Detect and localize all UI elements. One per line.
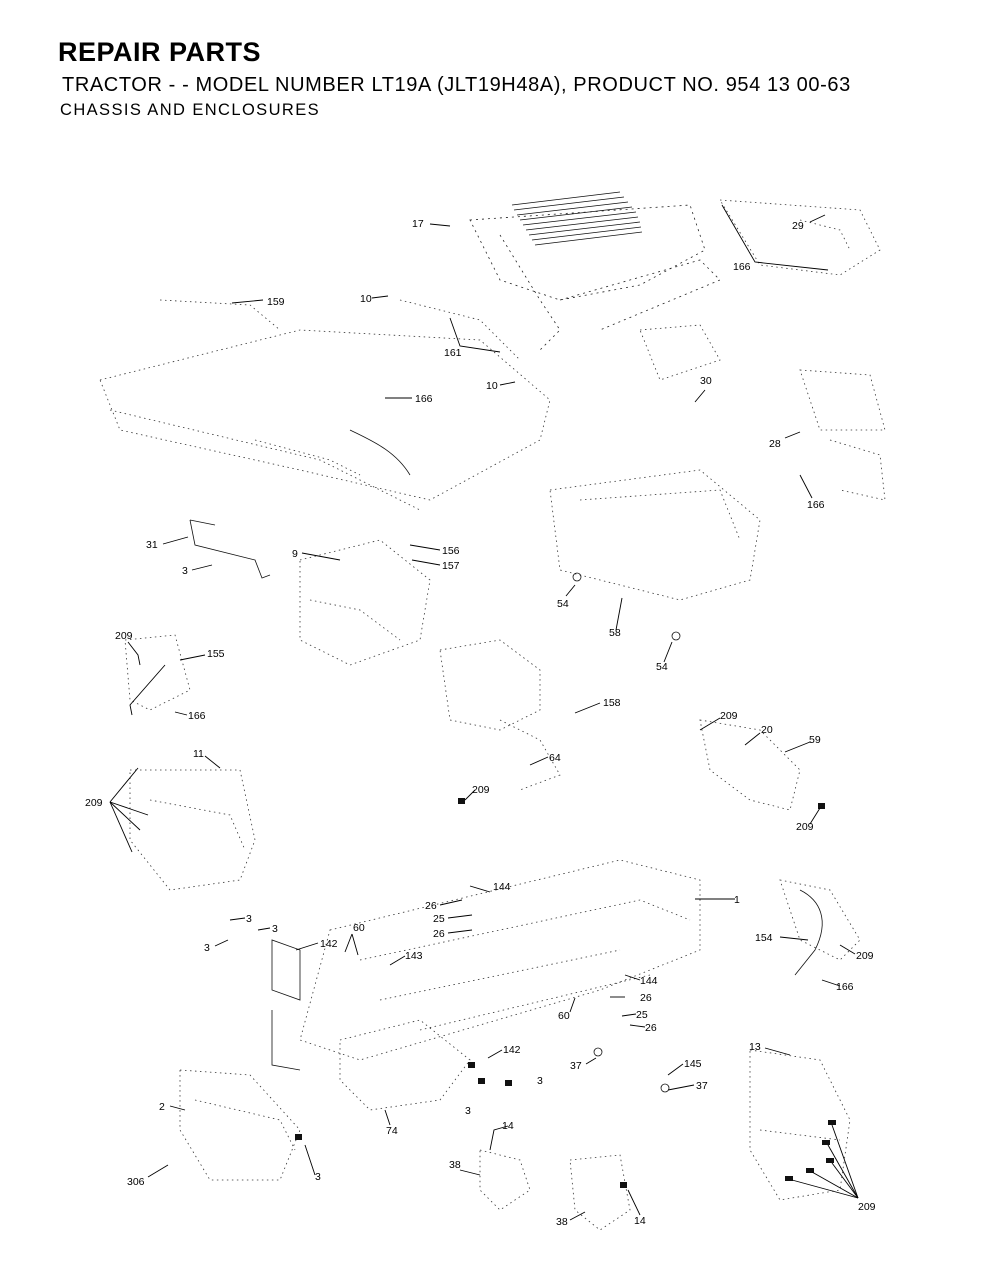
callout-306: 306 (127, 1176, 145, 1188)
callout-166: 30 (700, 375, 712, 387)
callout-3: 3 (465, 1105, 471, 1117)
callout-209: 209 (472, 784, 490, 796)
callout-29: 29 (792, 220, 804, 232)
callout-9: 9 (292, 548, 298, 560)
callout-209: 209 (85, 797, 103, 809)
callout-31: 31 (146, 539, 158, 551)
section-title: CHASSIS AND ENCLOSURES (60, 101, 321, 119)
callout-74: 74 (386, 1125, 398, 1137)
callout-59: 59 (809, 734, 821, 746)
callout-2: 2 (159, 1101, 165, 1113)
callout-161: 161 (444, 347, 462, 359)
callout-14: 14 (502, 1120, 514, 1132)
callout-158: 158 (603, 697, 621, 709)
callout-64: 64 (549, 752, 561, 764)
callout-37: 37 (696, 1080, 708, 1092)
leader-lines (109, 204, 859, 1221)
callout-145: 145 (684, 1058, 702, 1070)
callout-157: 157 (442, 560, 460, 572)
callout-3: 3 (182, 565, 188, 577)
callout-3: 3 (537, 1075, 543, 1087)
callout-3: 3 (315, 1171, 321, 1183)
callout-142: 142 (320, 938, 338, 950)
frame-drawing (271, 859, 861, 1071)
callout-209: 209 (796, 821, 814, 833)
callout-10: 10 (360, 293, 372, 305)
callout-54: 54 (656, 661, 668, 673)
callout-26: 26 (645, 1022, 657, 1034)
callout-25: 25 (636, 1009, 648, 1021)
callout-166: 166 (807, 499, 825, 511)
footrest-panel-drawing (549, 469, 761, 641)
callout-142: 142 (503, 1044, 521, 1056)
callout-11: 11 (193, 748, 204, 760)
callout-209: 209 (856, 950, 874, 962)
callout-10: 10 (486, 380, 498, 392)
callout-26: 26 (433, 928, 445, 940)
callout-166: 166 (733, 261, 751, 273)
callout-38: 38 (556, 1216, 568, 1228)
grille-slats (511, 191, 643, 246)
callout-155: 155 (207, 648, 225, 660)
callout-17: 17 (412, 218, 424, 230)
callout-166: 166 (836, 981, 854, 993)
callout-144: 144 (493, 881, 511, 893)
fender-drawing (99, 299, 551, 511)
callout-37: 37 (570, 1060, 582, 1072)
callout-54: 54 (557, 598, 569, 610)
callout-labels: 17 29 166 10 159 161 10 30 166 28 166 31… (85, 218, 876, 1228)
lower-assembly-drawings (179, 798, 851, 1231)
callout-38: 38 (449, 1159, 461, 1171)
callout-143: 143 (405, 950, 423, 962)
callout-209: 209 (720, 710, 738, 722)
callout-159: 159 (267, 296, 285, 308)
callout-25: 25 (433, 913, 445, 925)
callout-13: 13 (749, 1041, 761, 1053)
callout-20: 20 (761, 724, 773, 736)
callout-26: 26 (640, 992, 652, 1004)
callout-3: 3 (204, 942, 210, 954)
bracket-drawings (124, 519, 801, 891)
callout-156: 156 (442, 545, 460, 557)
callout-154: 154 (755, 932, 773, 944)
callout-60: 60 (353, 922, 365, 934)
callout-144: 144 (640, 975, 658, 987)
model-subtitle: TRACTOR - - MODEL NUMBER LT19A (JLT19H48… (62, 74, 851, 96)
page-title: REPAIR PARTS (58, 37, 262, 67)
callout-209: 209 (115, 630, 133, 642)
callout-60: 60 (558, 1010, 570, 1022)
callout-209: 209 (858, 1201, 876, 1213)
callout-3: 3 (272, 923, 278, 935)
callout-3: 3 (246, 913, 252, 925)
callout-166: 166 (188, 710, 206, 722)
callout-14: 14 (634, 1215, 646, 1227)
callout-58: 58 (609, 627, 621, 639)
callout-26: 26 (425, 900, 437, 912)
callout-1: 1 (734, 894, 740, 906)
hood-drawing (469, 191, 886, 501)
callout-30: 166 (415, 393, 433, 405)
callout-28: 28 (769, 438, 781, 450)
page-header: REPAIR PARTS TRACTOR - - MODEL NUMBER LT… (58, 36, 978, 121)
